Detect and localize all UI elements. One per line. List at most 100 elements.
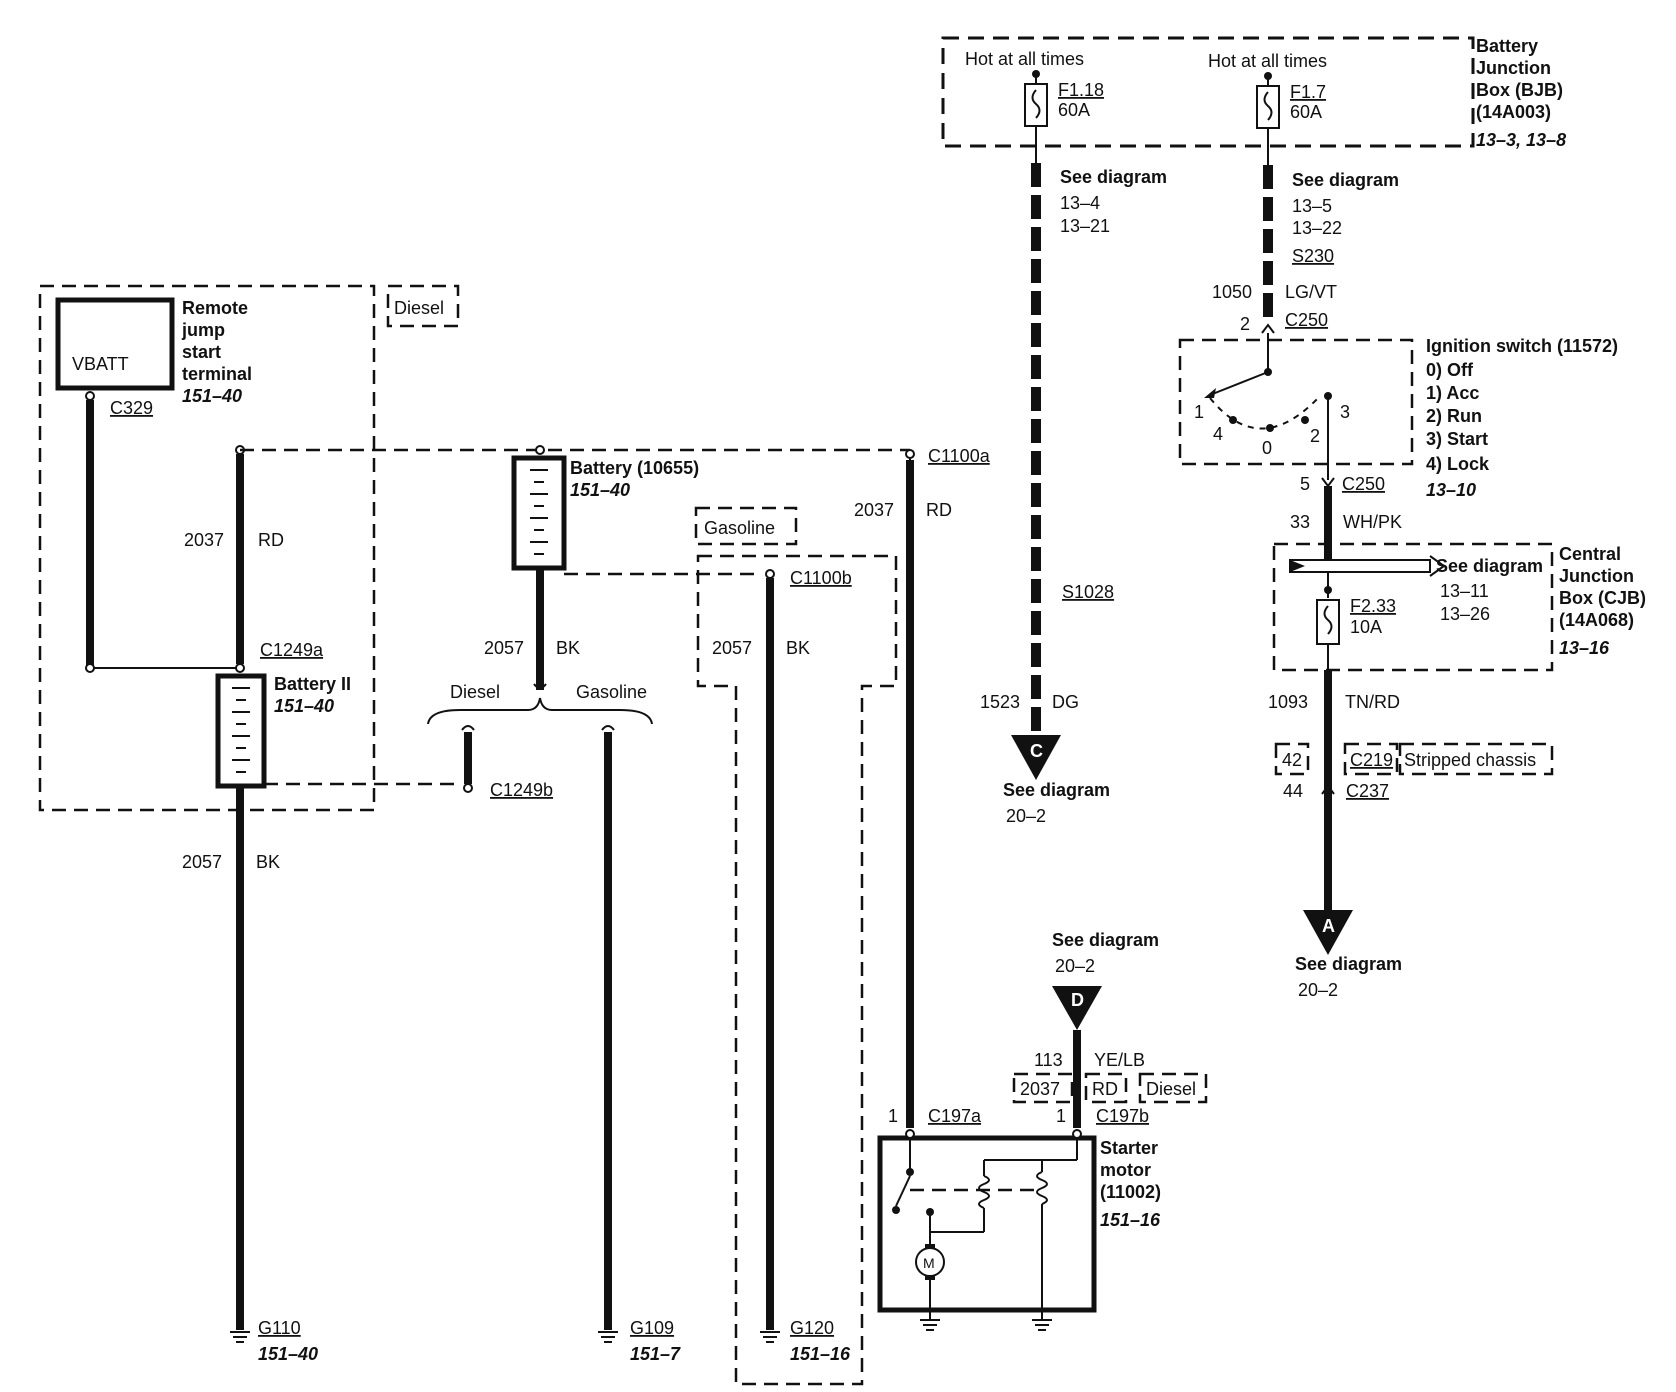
wire-1050-circuit: 1050 xyxy=(1212,282,1252,302)
see-diagram-label-1: See diagram xyxy=(1060,167,1167,187)
circuit-1093-branch: 1093 TN/RD 42 C219 Stripped chassis 44 C… xyxy=(1268,670,1554,1000)
ignition-ref: 13–10 xyxy=(1426,480,1476,500)
splice-s230: S230 xyxy=(1292,246,1334,266)
ignition-title: Ignition switch (11572) xyxy=(1426,336,1618,356)
wire-113-alt-note: Diesel xyxy=(1146,1079,1196,1099)
ignition-pos-4: 4) Lock xyxy=(1426,454,1490,474)
ignition-arm-tip xyxy=(1204,388,1216,398)
ignition-num-4: 4 xyxy=(1213,424,1223,444)
c197a-id: C197a xyxy=(928,1106,982,1126)
ignition-pos-0: 0) Off xyxy=(1426,360,1474,380)
ignition-num-2: 2 xyxy=(1310,426,1320,446)
starter-title-3: (11002) xyxy=(1100,1182,1161,1202)
connector-arrow-d-letter: D xyxy=(1071,990,1084,1010)
wire-2057-mid-circuit: 2057 xyxy=(484,638,524,658)
battery-junction-box: Hot at all times Hot at all times F1.18 … xyxy=(941,36,1566,150)
starter-solenoid-arm xyxy=(895,1175,911,1207)
ignition-switch-outline xyxy=(1178,338,1414,466)
wire-2037-left-circuit: 2037 xyxy=(184,530,224,550)
c250-top-pin: 2 xyxy=(1240,314,1250,334)
ignition-contact-arm xyxy=(1209,371,1269,396)
ignition-pos-2: 2) Run xyxy=(1426,406,1482,426)
c250-bottom-pin: 5 xyxy=(1300,474,1310,494)
arrow-c-ref: 20–2 xyxy=(1006,806,1046,826)
diesel-gasoline-brace xyxy=(427,697,653,725)
fuse-f2-33-id: F2.33 xyxy=(1350,596,1396,616)
remote-jump-start-terminal xyxy=(55,297,175,391)
starter-ground-1-icon xyxy=(920,1319,940,1331)
fuse-f1-18-rating: 60A xyxy=(1058,100,1090,120)
fuse-f2-33-symbol xyxy=(1323,605,1333,635)
arrow-d-ref: 20–2 xyxy=(1055,956,1095,976)
main-battery-branch: Battery (10655) 151–40 2057 BK Diesel Ga… xyxy=(240,445,910,1364)
alt-color-box xyxy=(1084,1072,1128,1104)
vbatt-label: VBATT xyxy=(72,354,129,374)
remote-title-2: jump xyxy=(181,320,225,340)
c1249b-node xyxy=(463,783,473,793)
branch-gasoline-label: Gasoline xyxy=(576,682,647,702)
ignition-pos-4-dot xyxy=(1229,416,1237,424)
wire-113-circuit: 113 xyxy=(1034,1050,1063,1070)
c219-pin-box xyxy=(1274,742,1310,776)
remote-wire-end-node xyxy=(85,663,95,673)
starter-ground-2-icon xyxy=(1032,1319,1052,1331)
remote-title-1: Remote xyxy=(182,298,248,318)
bjb-title-2: Junction xyxy=(1476,58,1551,78)
starter-title-1: Starter xyxy=(1100,1138,1158,1158)
cjb-node xyxy=(1324,586,1332,594)
starter-brush-bottom xyxy=(925,1276,935,1280)
ground-g110-icon xyxy=(230,1331,250,1343)
fuse-f1-18-symbol xyxy=(1031,89,1041,119)
bjb-title-1: Battery xyxy=(1476,36,1538,56)
see-diagram-ref-1a: 13–4 xyxy=(1060,193,1100,213)
cjb-see-label: See diagram xyxy=(1436,556,1543,576)
remote-title-4: terminal xyxy=(182,364,252,384)
fuse-f1-7-symbol xyxy=(1263,91,1273,121)
ground-g109-ref: 151–7 xyxy=(630,1344,681,1364)
battery-10655-title: Battery (10655) xyxy=(570,458,699,478)
wire-2057-mid-color: BK xyxy=(556,638,580,658)
c1100b-node xyxy=(765,569,775,579)
arrow-d-see-label: See diagram xyxy=(1052,930,1159,950)
c197b-node xyxy=(1072,1129,1082,1139)
wire-2057-left-circuit: 2057 xyxy=(182,852,222,872)
ground-g110-id: G110 xyxy=(258,1318,301,1338)
c219-pin: 42 xyxy=(1282,750,1302,770)
starter-solenoid-contact-2 xyxy=(892,1206,900,1214)
c1249b-connector-symbol xyxy=(461,725,475,731)
wire-2057-right-circuit: 2057 xyxy=(712,638,752,658)
wire-1050-color: LG/VT xyxy=(1285,282,1337,302)
cjb-bus-arrow xyxy=(1429,555,1446,577)
cjb-outline xyxy=(1272,542,1554,672)
starter-motor-node xyxy=(926,1208,934,1216)
wire-113-alt-circuit: 2037 xyxy=(1020,1079,1060,1099)
c197b-pin: 1 xyxy=(1056,1106,1066,1126)
diesel-region-outline xyxy=(38,284,376,812)
c197b-id: C197b xyxy=(1096,1106,1149,1126)
ground-g120-icon xyxy=(760,1331,780,1343)
diesel-region: Diesel VBATT Remote jump start terminal … xyxy=(38,284,460,1364)
alt-circuit-box xyxy=(1012,1072,1074,1104)
battery-10655-ref: 151–40 xyxy=(570,480,630,500)
ignition-num-3: 3 xyxy=(1340,402,1350,422)
c237-connector-symbol xyxy=(1321,784,1335,795)
starter-motor-m-label: M xyxy=(923,1255,935,1271)
wire-1523-circuit: 1523 xyxy=(980,692,1020,712)
splice-s1028-dot xyxy=(1031,585,1041,595)
bjb-ref: 13–3, 13–8 xyxy=(1476,130,1566,150)
starter-motor-housing xyxy=(877,1135,1097,1313)
stripped-chassis-note: Stripped chassis xyxy=(1404,750,1536,770)
ignition-num-1: 1 xyxy=(1194,402,1204,422)
wire-2037-right-circuit: 2037 xyxy=(854,500,894,520)
fuse-f2-33-rating: 10A xyxy=(1350,617,1382,637)
wire-1093-color: TN/RD xyxy=(1345,692,1400,712)
remote-ref: 151–40 xyxy=(182,386,242,406)
battery-ii xyxy=(215,673,267,789)
c219-id-box xyxy=(1343,742,1399,776)
central-junction-box: See diagram 13–11 13–26 F2.33 10A Centra… xyxy=(1272,542,1646,672)
fuse-f1-7-id: F1.7 xyxy=(1290,82,1326,102)
wire-2057-left-color: BK xyxy=(256,852,280,872)
cjb-title-3: Box (CJB) xyxy=(1559,588,1646,608)
c219-id: C219 xyxy=(1350,750,1393,770)
